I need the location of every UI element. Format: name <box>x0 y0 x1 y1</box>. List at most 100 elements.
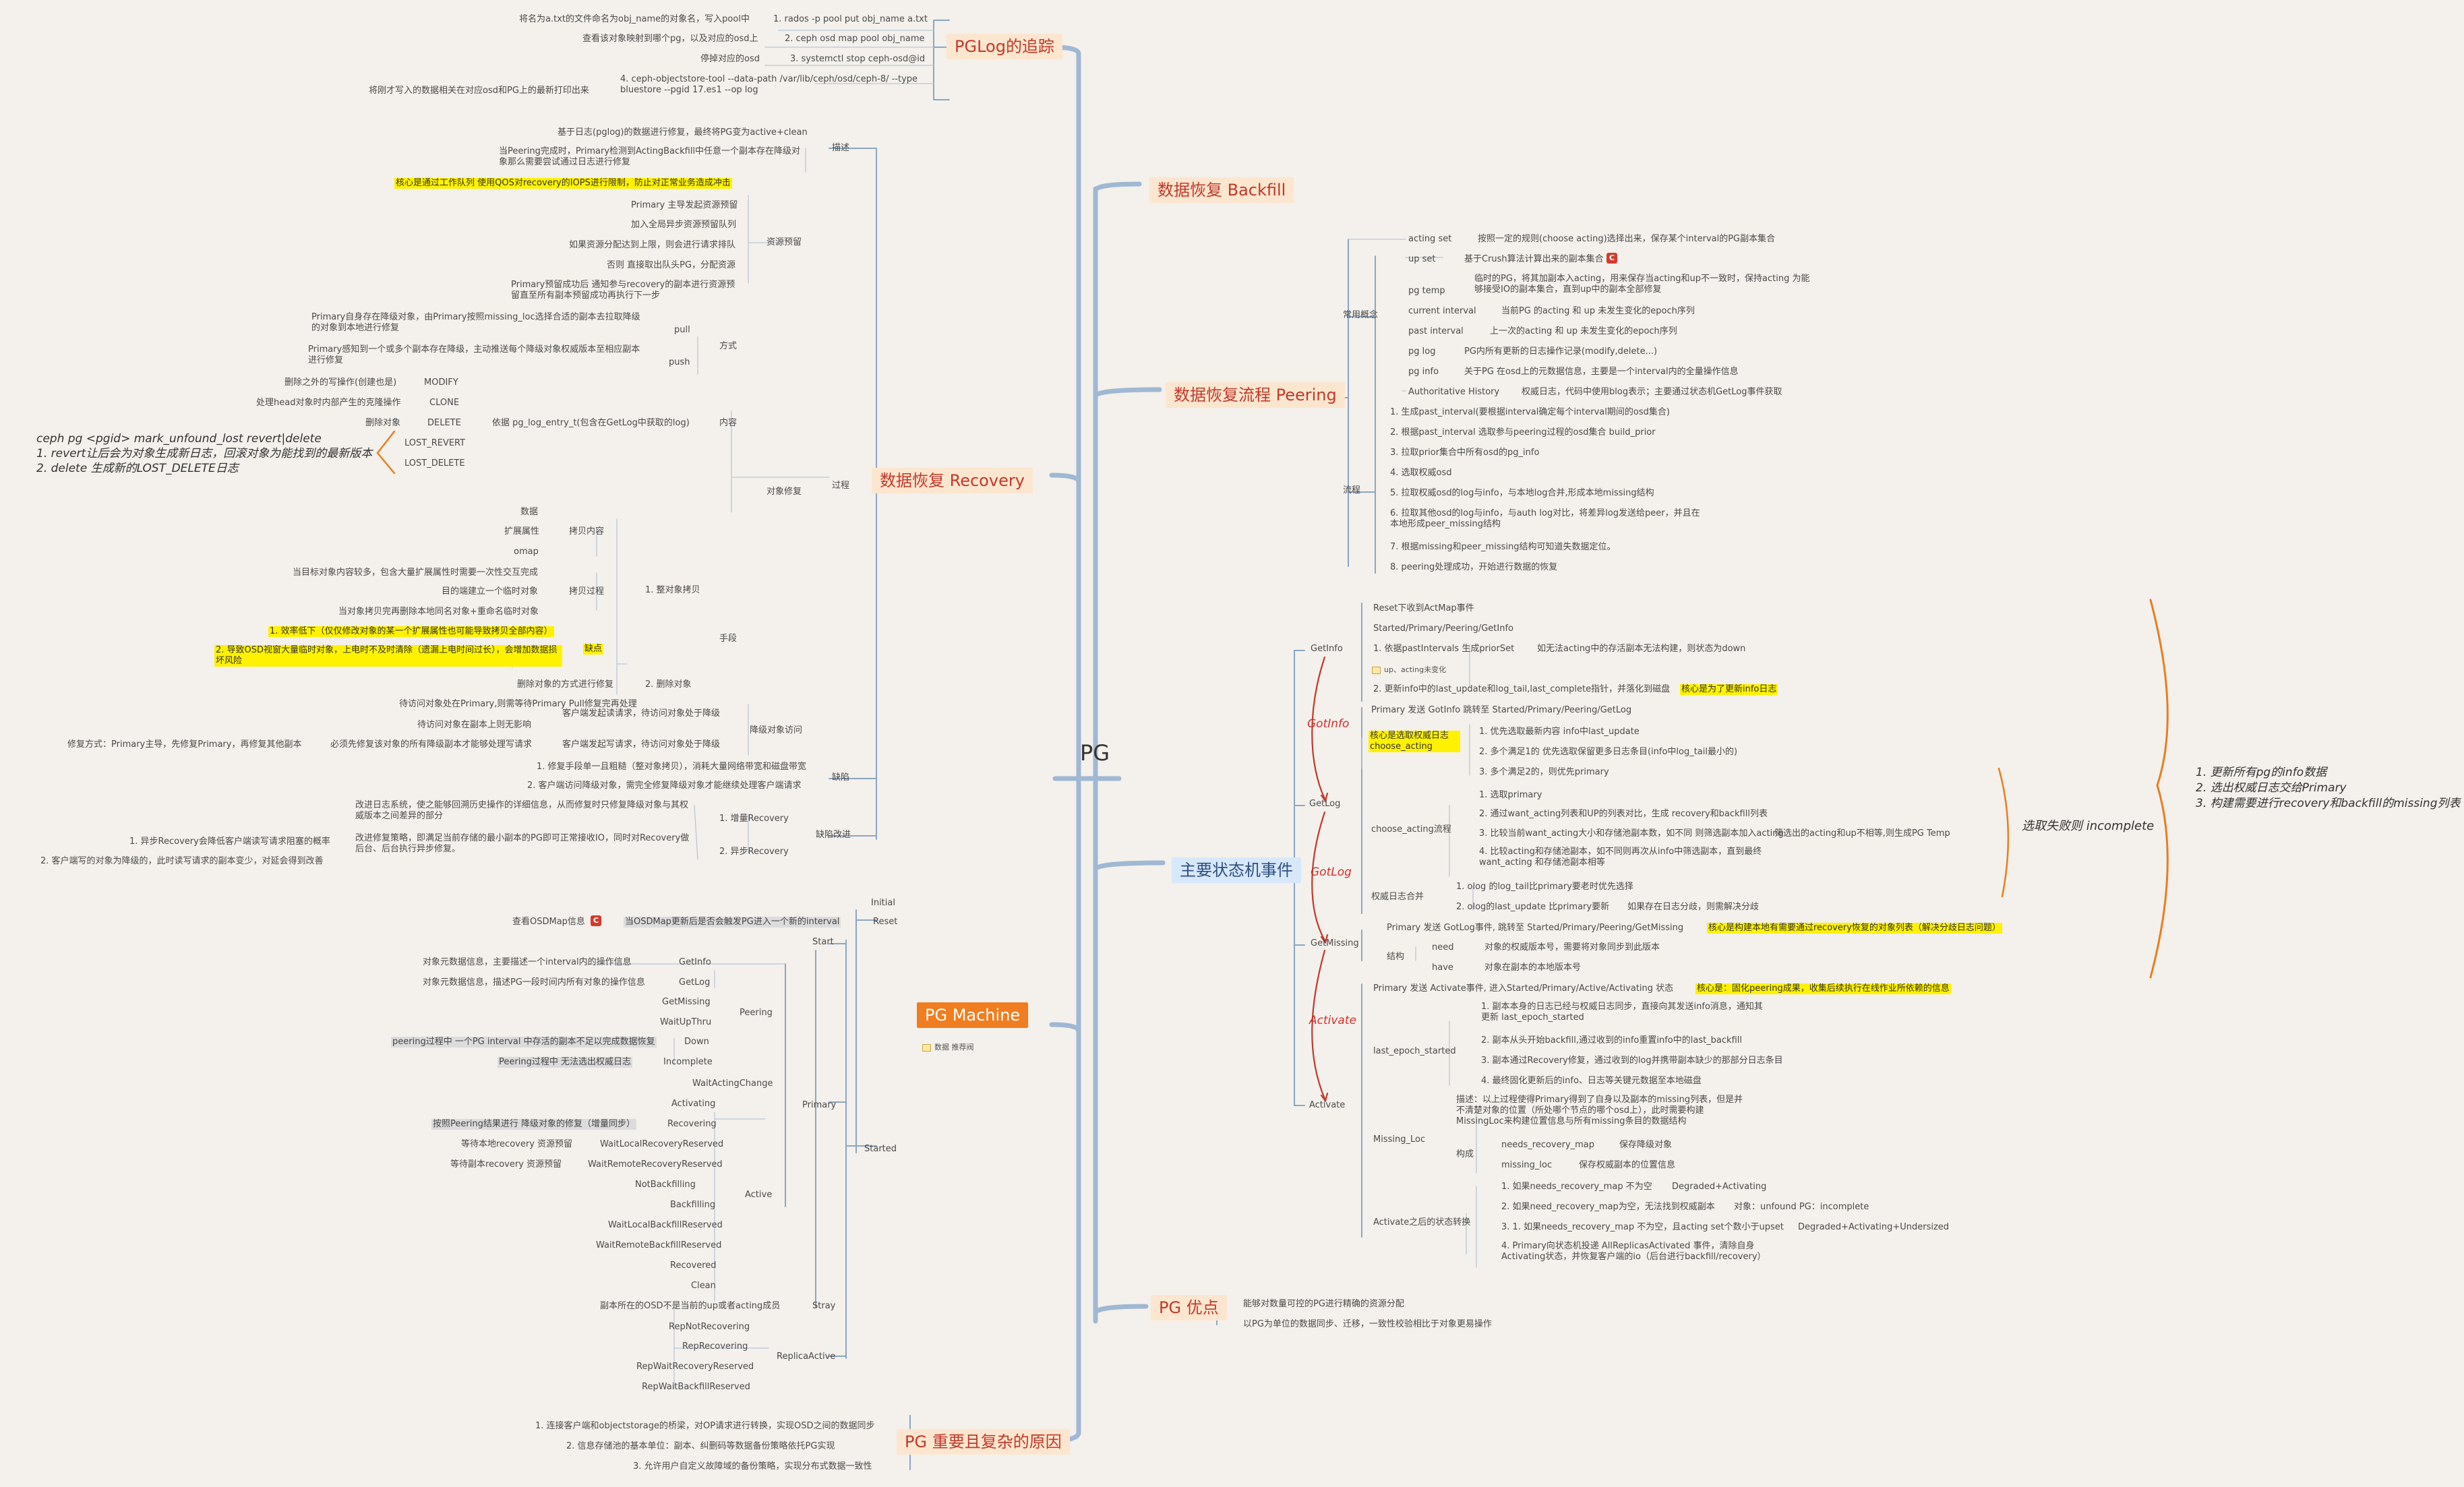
state-clean[interactable]: Clean <box>691 1281 716 1291</box>
event-getinfo[interactable]: GetInfo <box>1311 644 1343 654</box>
compose-missing-loc[interactable]: missing_loc <box>1501 1160 1553 1170</box>
branch-pg-merits[interactable]: PG 优点 <box>1151 1295 1227 1321</box>
improve-async[interactable]: 2. 异步Recovery <box>719 847 789 857</box>
state-started[interactable]: Started <box>864 1144 897 1154</box>
state-waitremotebackfillreserved[interactable]: WaitRemoteBackfillReserved <box>596 1240 722 1250</box>
recovery-repair[interactable]: 对象修复 <box>767 487 802 497</box>
state-recovering[interactable]: Recovering <box>667 1119 717 1129</box>
state-waitlocalbackfillreserved[interactable]: WaitLocalBackfillReserved <box>608 1220 723 1230</box>
pglog-step2[interactable]: 2. ceph osd map pool obj_name <box>785 34 925 44</box>
summary-1: 1. 更新所有pg的info数据 <box>2196 766 2327 779</box>
pglog-step4[interactable]: 4. ceph-objectstore-tool --data-path /va… <box>620 74 918 95</box>
op-modify[interactable]: MODIFY <box>424 377 458 388</box>
improve-incremental[interactable]: 1. 增量Recovery <box>719 814 789 824</box>
state-repwaitbackfillreserved[interactable]: RepWaitBackfillReserved <box>642 1382 750 1392</box>
state-incomplete[interactable]: Incomplete <box>663 1057 713 1067</box>
state-active[interactable]: Active <box>745 1190 773 1200</box>
defect-1: 1. 效率低下（仅仅修改对象的某一个扩展属性也可能导致拷贝全部内容） <box>268 626 554 637</box>
getmissing-struct[interactable]: 结构 <box>1387 952 1405 962</box>
branch-pg-machine[interactable]: PG Machine <box>917 1002 1029 1028</box>
state-getlog[interactable]: GetLog <box>679 977 711 988</box>
recovery-process[interactable]: 过程 <box>832 481 850 491</box>
event-getlog[interactable]: GetLog <box>1309 799 1341 809</box>
repair-content[interactable]: 内容 <box>719 418 738 428</box>
event-getmissing[interactable]: GetMissing <box>1311 938 1359 948</box>
concept-authoritative-history[interactable]: Authoritative History <box>1408 387 1500 397</box>
pglog-step3[interactable]: 3. systemctl stop ceph-osd@id <box>790 54 926 64</box>
recovery-flaw[interactable]: 缺陷 <box>832 772 850 783</box>
concept-current-interval[interactable]: current interval <box>1408 306 1476 316</box>
state-primary[interactable]: Primary <box>802 1100 837 1110</box>
state-stray[interactable]: Stray <box>812 1301 836 1311</box>
activate-missing-loc[interactable]: Missing_Loc <box>1373 1134 1426 1145</box>
branch-backfill[interactable]: 数据恢复 Backfill <box>1149 177 1294 203</box>
copy-process[interactable]: 拷贝过程 <box>569 586 605 597</box>
stray-desc: 副本所在的OSD不是当前的up或者acting成员 <box>600 1301 781 1311</box>
state-initial[interactable]: Initial <box>871 898 895 908</box>
state-backfilling[interactable]: Backfilling <box>670 1200 716 1210</box>
state-waitupthru[interactable]: WaitUpThru <box>660 1017 712 1027</box>
repair-steps[interactable]: 手段 <box>719 634 738 644</box>
activate-transitions[interactable]: Activate之后的状态转换 <box>1373 1217 1471 1227</box>
recovery-reserve[interactable]: 资源预留 <box>767 237 802 247</box>
op-clone[interactable]: CLONE <box>429 398 460 408</box>
state-waitremoterecoveryreserved[interactable]: WaitRemoteRecoveryReserved <box>588 1159 723 1170</box>
state-getmissing[interactable]: GetMissing <box>662 997 711 1007</box>
degraded-access[interactable]: 降级对象访问 <box>750 725 803 735</box>
missing-loc-compose[interactable]: 构成 <box>1456 1149 1474 1159</box>
recovery-desc[interactable]: 描述 <box>832 143 850 153</box>
branch-peering[interactable]: 数据恢复流程 Peering <box>1166 382 1345 408</box>
merge-2-desc: 如果存在日志分歧，则需解决分歧 <box>1627 902 1760 912</box>
struct-need[interactable]: need <box>1432 942 1454 952</box>
getlog-core-1: 1. 优先选取最新内容 info中last_update <box>1479 727 1640 737</box>
copy-defect[interactable]: 缺点 <box>583 644 604 655</box>
branch-state-machine[interactable]: 主要状态机事件 <box>1172 857 1301 883</box>
method-pull[interactable]: pull <box>674 325 690 335</box>
root-node[interactable]: PG <box>1080 740 1110 766</box>
activate-last-epoch[interactable]: last_epoch_started <box>1373 1046 1456 1056</box>
concept-pg-info[interactable]: pg info <box>1408 367 1439 377</box>
state-reprecovering[interactable]: RepRecovering <box>682 1341 748 1352</box>
compose-needs-recovery-map[interactable]: needs_recovery_map <box>1501 1140 1595 1150</box>
method-push[interactable]: push <box>669 357 690 367</box>
state-start[interactable]: Start <box>812 937 834 947</box>
concept-pg-temp[interactable]: pg temp <box>1408 286 1445 296</box>
op-delete[interactable]: DELETE <box>427 418 461 428</box>
recovery-improve[interactable]: 缺陷改进 <box>816 830 851 840</box>
event-activate[interactable]: Activate <box>1309 1100 1346 1110</box>
concept-up-set[interactable]: up set <box>1408 254 1436 264</box>
state-peering[interactable]: Peering <box>740 1008 773 1018</box>
delete-object[interactable]: 2. 删除对象 <box>645 679 692 690</box>
state-down[interactable]: Down <box>684 1037 709 1047</box>
state-reset[interactable]: Reset <box>873 917 898 927</box>
pglog-step1[interactable]: 1. rados -p pool put obj_name a.txt <box>773 14 928 24</box>
state-waitactingchange[interactable]: WaitActingChange <box>692 1079 773 1089</box>
concept-acting-set[interactable]: acting set <box>1408 234 1452 244</box>
op-lost-delete[interactable]: LOST_DELETE <box>404 458 465 468</box>
peering-concepts[interactable]: 常用概念 <box>1343 310 1379 320</box>
state-recovered[interactable]: Recovered <box>670 1261 717 1271</box>
op-clone-desc: 处理head对象时内部产生的克隆操作 <box>256 398 401 408</box>
repair-method[interactable]: 方式 <box>719 341 738 351</box>
branch-recovery[interactable]: 数据恢复 Recovery <box>872 468 1033 493</box>
state-getinfo[interactable]: GetInfo <box>679 957 711 967</box>
state-repwaitrecoveryreserved[interactable]: RepWaitRecoveryReserved <box>636 1362 754 1372</box>
struct-have[interactable]: have <box>1432 963 1453 973</box>
concept-past-interval[interactable]: past interval <box>1408 326 1464 336</box>
state-repnotrecovering[interactable]: RepNotRecovering <box>669 1322 750 1332</box>
getlog-merge[interactable]: 权威日志合并 <box>1371 892 1424 902</box>
reserve-item-5: Primary预留成功后 通知参与recovery的副本进行资源预留直至所有副本… <box>511 280 735 301</box>
state-notbackfilling[interactable]: NotBackfilling <box>635 1180 696 1190</box>
peering-flow[interactable]: 流程 <box>1343 485 1361 495</box>
branch-pglog[interactable]: PGLog的追踪 <box>946 34 1062 59</box>
copy-content[interactable]: 拷贝内容 <box>569 526 605 537</box>
flow-6: 6. 拉取其他osd的log与info，与auth log对比，将差异log发送… <box>1390 508 1700 529</box>
getlog-choose-acting[interactable]: choose_acting流程 <box>1371 824 1451 834</box>
state-replicaactive[interactable]: ReplicaActive <box>777 1352 836 1362</box>
op-lost-revert[interactable]: LOST_REVERT <box>404 438 466 448</box>
whole-copy[interactable]: 1. 整对象拷贝 <box>645 585 700 595</box>
branch-complex-reasons[interactable]: PG 重要且复杂的原因 <box>897 1429 1070 1455</box>
state-waitlocalrecoveryreserved[interactable]: WaitLocalRecoveryReserved <box>600 1139 724 1149</box>
concept-pg-log[interactable]: pg log <box>1408 346 1436 357</box>
state-activating[interactable]: Activating <box>671 1099 716 1109</box>
